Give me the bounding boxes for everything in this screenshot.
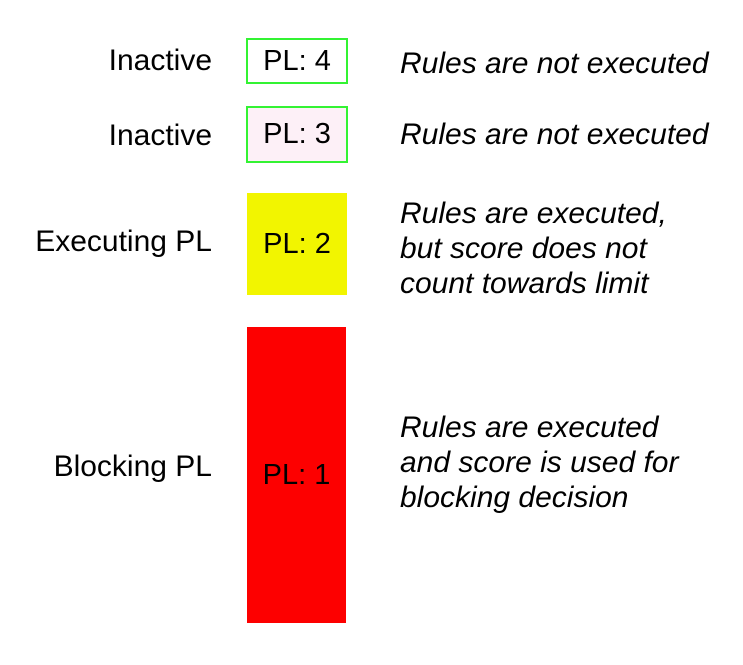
description-line: Rules are executed (400, 411, 659, 444)
pl3-box-text: PL: 3 (263, 118, 331, 150)
description-line: Rules are executed, (400, 197, 667, 230)
pl2-box-text: PL: 2 (263, 227, 331, 260)
description-pl3: Rules are not executed (400, 117, 709, 152)
row-label-executing-pl: Executing PL (35, 225, 212, 258)
description-line: Rules are not executed (400, 47, 709, 80)
row-label-inactive-pl4: Inactive (108, 44, 212, 77)
pl3-box: PL: 3 (246, 106, 348, 163)
description-line: Rules are not executed (400, 118, 709, 151)
description-line: and score is used for (400, 446, 679, 479)
pl4-box-text: PL: 4 (263, 44, 331, 77)
pl2-box: PL: 2 (247, 193, 347, 295)
description-line: but score does not (400, 232, 647, 265)
description-line: count towards limit (400, 267, 649, 300)
description-pl2: Rules are executed, but score does not c… (400, 196, 667, 301)
row-label-blocking-pl: Blocking PL (53, 450, 212, 483)
description-line: blocking decision (400, 481, 629, 514)
pl1-box-text: PL: 1 (262, 458, 331, 491)
row-label-inactive-pl3: Inactive (108, 119, 212, 152)
description-pl1: Rules are executed and score is used for… (400, 410, 678, 515)
pl1-box: PL: 1 (247, 327, 346, 623)
description-pl4: Rules are not executed (400, 46, 709, 81)
pl4-box: PL: 4 (246, 38, 348, 84)
